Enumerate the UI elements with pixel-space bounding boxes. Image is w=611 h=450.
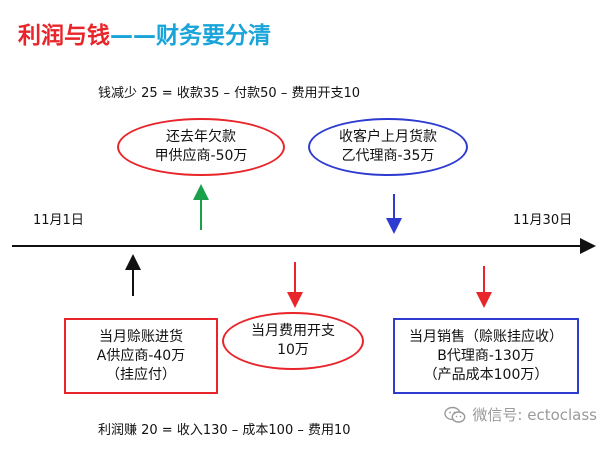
profit-event-1-line-1: 当月赊账进货 xyxy=(99,328,183,345)
cash-event-repay-debt: 还去年欠款 甲供应商-50万 xyxy=(117,118,285,176)
profit-event-credit-purchase: 当月赊账进货 A供应商-40万 （挂应付） xyxy=(64,318,218,394)
watermark-text: 微信号: ectoclass xyxy=(472,406,597,424)
profit-event-credit-sales: 当月销售（赊账挂应收） B代理商-130万 （产品成本100万） xyxy=(393,318,579,394)
profit-event-2-line-2: 10万 xyxy=(277,342,309,358)
title-part-1: 利润与钱 xyxy=(18,23,110,49)
cash-event-2-line-1: 收客户上月货款 xyxy=(339,129,437,145)
profit-event-3-line-2: B代理商-130万 xyxy=(437,347,535,364)
profit-event-1-line-3: （挂应付） xyxy=(106,366,176,383)
diagram-title: 利润与钱——财务要分清 xyxy=(18,16,271,50)
profit-event-expenses: 当月费用开支 10万 xyxy=(222,312,364,370)
cash-event-1-line-2: 甲供应商-50万 xyxy=(154,148,248,164)
title-part-2: ——财务要分清 xyxy=(110,23,271,49)
watermark: 微信号: ectoclass xyxy=(444,404,597,425)
profit-event-3-line-1: 当月销售（赊账挂应收） xyxy=(409,328,563,345)
timeline-end-label: 11月30日 xyxy=(513,213,573,228)
cash-event-collect-receivable: 收客户上月货款 乙代理商-35万 xyxy=(308,118,468,176)
cash-event-2-line-2: 乙代理商-35万 xyxy=(341,148,435,164)
profit-event-3-line-3: （产品成本100万） xyxy=(423,366,549,383)
cash-equation: 钱减少 25 = 收款35 – 付款50 – 费用开支10 xyxy=(98,86,360,101)
wechat-icon xyxy=(444,406,466,423)
profit-event-2-line-1: 当月费用开支 xyxy=(251,323,335,339)
profit-event-1-line-2: A供应商-40万 xyxy=(96,347,186,364)
timeline-start-label: 11月1日 xyxy=(33,213,84,228)
profit-equation: 利润赚 20 = 收入130 – 成本100 – 费用10 xyxy=(98,423,351,438)
cash-event-1-line-1: 还去年欠款 xyxy=(166,129,236,145)
